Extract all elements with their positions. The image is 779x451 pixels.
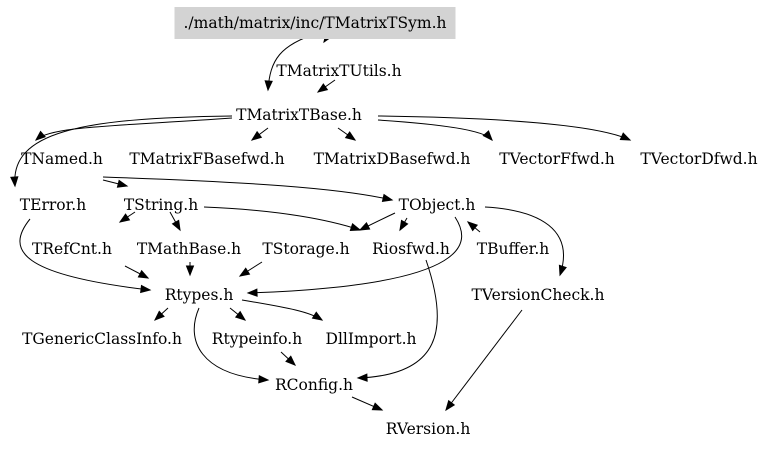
edge-object-to-rtypes-arrowhead bbox=[246, 288, 258, 297]
node-tstring[interactable]: TString.h bbox=[123, 196, 199, 214]
edge-versioncheck-to-rversion-arrowhead bbox=[445, 399, 456, 412]
edge-rconfig-to-rversion-arrowhead bbox=[371, 402, 384, 411]
node-rtypeinfo[interactable]: Rtypeinfo.h bbox=[211, 330, 303, 348]
node-tbuffer[interactable]: TBuffer.h bbox=[476, 240, 550, 258]
node-tgenericclassinfo[interactable]: TGenericClassInfo.h bbox=[22, 330, 182, 348]
edge-object-to-buffer-arrowhead bbox=[466, 221, 479, 232]
edge-mathbase-to-rtypes-arrowhead bbox=[185, 265, 195, 277]
node-rtypes[interactable]: Rtypes.h bbox=[164, 286, 234, 304]
edge-base-to-named-arrowhead bbox=[34, 130, 46, 141]
edge-string-to-refcnt-arrowhead bbox=[118, 213, 131, 223]
edge-string-to-riosfwd-arrowhead bbox=[349, 223, 362, 232]
edge-object-to-riosfwd-arrowhead bbox=[399, 219, 409, 232]
node-tmatrixtbase[interactable]: TMatrixTBase.h bbox=[236, 106, 362, 124]
node-dllimport[interactable]: DllImport.h bbox=[325, 330, 417, 348]
edge-base-to-vdfwd bbox=[377, 115, 631, 141]
edge-base-to-named bbox=[35, 117, 233, 141]
node-tversioncheck[interactable]: TVersionCheck.h bbox=[471, 286, 605, 304]
node-tstorage[interactable]: TStorage.h bbox=[262, 240, 350, 258]
node-tmathbase[interactable]: TMathBase.h bbox=[136, 240, 242, 258]
edge-rtypes-to-genericclassinfo-arrowhead bbox=[153, 310, 165, 321]
edge-named-to-object-arrowhead bbox=[381, 193, 394, 203]
edge-rtypes-to-dllimport-arrowhead bbox=[311, 311, 324, 321]
edge-string-to-riosfwd bbox=[203, 206, 361, 231]
edge-rtypes-to-dllimport bbox=[241, 299, 323, 321]
edge-riosfwd-to-rconfig-arrowhead bbox=[356, 373, 368, 382]
edge-rtypes-to-rtypeinfo-arrowhead bbox=[234, 310, 247, 321]
node-tobject[interactable]: TObject.h bbox=[398, 196, 476, 214]
node-root[interactable]: ./math/matrix/inc/TMatrixTSym.h bbox=[174, 7, 456, 39]
edge-base-to-error-arrowhead bbox=[10, 176, 19, 188]
edge-base-to-vdfwd-arrowhead bbox=[619, 132, 632, 141]
edge-error-to-rtypes bbox=[19, 218, 151, 291]
node-tvectordfwd[interactable]: TVectorDfwd.h bbox=[640, 150, 758, 168]
edge-refcnt-to-rtypes-arrowhead bbox=[137, 269, 150, 279]
node-terror[interactable]: TError.h bbox=[19, 196, 87, 214]
node-rversion[interactable]: RVersion.h bbox=[385, 420, 471, 438]
node-tmatrixfbasefwd[interactable]: TMatrixFBasefwd.h bbox=[129, 150, 285, 168]
node-riosfwd[interactable]: Riosfwd.h bbox=[372, 240, 450, 258]
edge-object-to-versioncheck-arrowhead bbox=[558, 264, 567, 277]
node-rconfig[interactable]: RConfig.h bbox=[274, 376, 354, 394]
edge-string-to-mathbase-arrowhead bbox=[171, 219, 181, 232]
edge-object-to-versioncheck bbox=[484, 206, 564, 276]
edge-base-to-dbasefwd-arrowhead bbox=[344, 131, 357, 141]
edge-rtypes-to-rconfig-arrowhead bbox=[258, 375, 270, 384]
node-trefcnt[interactable]: TRefCnt.h bbox=[32, 240, 112, 258]
edge-object-to-rtypes bbox=[247, 216, 463, 294]
node-tvectorffwd[interactable]: TVectorFfwd.h bbox=[499, 150, 615, 168]
edge-rtypeinfo-to-rconfig-arrowhead bbox=[285, 355, 297, 366]
node-tmatrixdbasefwd[interactable]: TMatrixDBasefwd.h bbox=[313, 150, 471, 168]
edge-riosfwd-to-rconfig bbox=[357, 259, 438, 379]
edge-base-to-vffwd-arrowhead bbox=[482, 130, 493, 142]
edge-base-to-error bbox=[14, 115, 233, 187]
edge-storage-to-rtypes-arrowhead bbox=[238, 267, 251, 277]
edge-named-to-string-arrowhead bbox=[116, 179, 129, 188]
node-tnamed[interactable]: TNamed.h bbox=[21, 150, 103, 168]
edge-object-to-storage-arrowhead bbox=[358, 221, 371, 231]
edge-error-to-rtypes-arrowhead bbox=[140, 284, 152, 294]
edge-versioncheck-to-rversion bbox=[445, 309, 523, 411]
node-tmatrixtutils[interactable]: TMatrixTUtils.h bbox=[276, 62, 402, 80]
edge-named-to-object bbox=[102, 176, 393, 201]
edge-rtypes-to-rconfig bbox=[193, 307, 269, 381]
edge-base-to-vffwd bbox=[377, 119, 493, 141]
edge-utils-to-base-arrowhead bbox=[316, 83, 329, 93]
edge-root-to-utils-arrowhead bbox=[264, 80, 273, 92]
edge-base-to-fbasefwd-arrowhead bbox=[250, 130, 263, 141]
